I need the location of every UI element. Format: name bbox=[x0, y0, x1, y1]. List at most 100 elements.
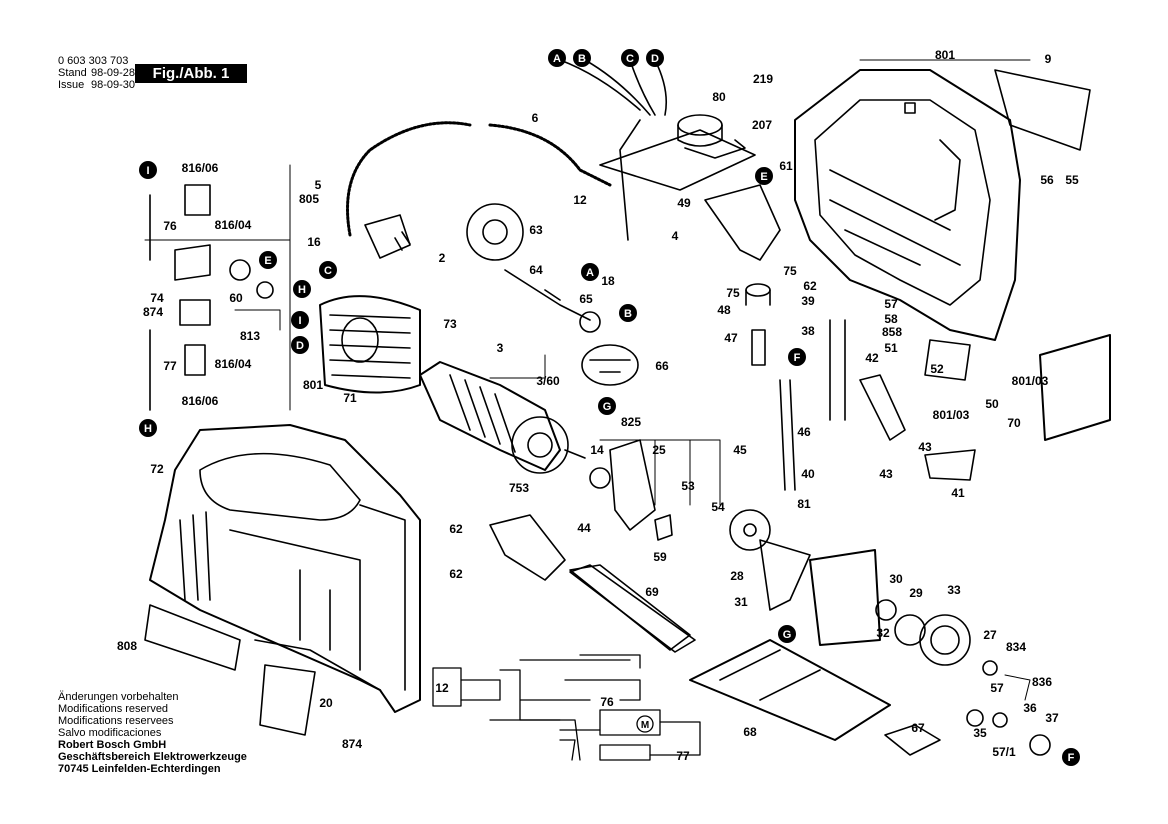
svg-text:53: 53 bbox=[681, 479, 695, 493]
svg-text:M: M bbox=[641, 720, 649, 731]
svg-text:62: 62 bbox=[449, 567, 463, 581]
svg-text:20: 20 bbox=[319, 696, 333, 710]
svg-text:50: 50 bbox=[985, 397, 999, 411]
stand-date: 98-09-28 bbox=[91, 67, 136, 79]
svg-text:18: 18 bbox=[601, 274, 615, 288]
svg-text:37: 37 bbox=[1045, 711, 1059, 725]
armature bbox=[419, 361, 586, 474]
marker-e-right: E bbox=[755, 167, 773, 185]
svg-text:45: 45 bbox=[733, 443, 747, 457]
main-housing-shell bbox=[149, 424, 421, 713]
svg-text:825: 825 bbox=[621, 415, 641, 429]
note-line-de: Änderungen vorbehalten bbox=[58, 691, 179, 703]
plunger-assembly bbox=[704, 184, 976, 491]
svg-text:I: I bbox=[146, 165, 149, 177]
small-parts bbox=[229, 259, 1051, 756]
svg-text:F: F bbox=[794, 352, 801, 364]
svg-text:207: 207 bbox=[752, 118, 772, 132]
svg-text:2: 2 bbox=[439, 251, 446, 265]
svg-text:6: 6 bbox=[532, 111, 539, 125]
document-number: 0 603 303 703 bbox=[58, 55, 129, 67]
svg-text:25: 25 bbox=[652, 443, 666, 457]
issue-label: Issue bbox=[58, 79, 85, 91]
svg-text:81: 81 bbox=[797, 497, 811, 511]
svg-text:816/06: 816/06 bbox=[182, 161, 219, 175]
svg-text:63: 63 bbox=[529, 223, 543, 237]
svg-text:44: 44 bbox=[577, 521, 591, 535]
svg-text:64: 64 bbox=[529, 263, 543, 277]
note-line-es: Salvo modificaciones bbox=[58, 727, 162, 739]
svg-text:76: 76 bbox=[163, 219, 177, 233]
svg-text:E: E bbox=[264, 255, 271, 267]
svg-text:62: 62 bbox=[803, 279, 817, 293]
svg-text:A: A bbox=[586, 267, 594, 279]
marker-i-left: I bbox=[139, 161, 157, 179]
company-name: Robert Bosch GmbH bbox=[58, 739, 167, 751]
circuit-schematic bbox=[432, 654, 701, 761]
speed-knob bbox=[677, 114, 746, 159]
svg-text:3/60: 3/60 bbox=[536, 374, 560, 388]
brush-holders bbox=[149, 184, 211, 411]
svg-text:F: F bbox=[1068, 752, 1075, 764]
svg-text:42: 42 bbox=[865, 351, 879, 365]
svg-text:816/06: 816/06 bbox=[182, 394, 219, 408]
svg-text:47: 47 bbox=[724, 331, 738, 345]
issue-date: 98-09-30 bbox=[91, 79, 136, 91]
svg-text:77: 77 bbox=[163, 359, 177, 373]
svg-text:219: 219 bbox=[753, 72, 773, 86]
svg-text:51: 51 bbox=[884, 341, 898, 355]
svg-text:55: 55 bbox=[1065, 173, 1079, 187]
svg-text:67: 67 bbox=[911, 721, 925, 735]
svg-text:65: 65 bbox=[579, 292, 593, 306]
svg-text:5: 5 bbox=[315, 178, 322, 192]
svg-text:836: 836 bbox=[1032, 675, 1052, 689]
svg-text:68: 68 bbox=[743, 725, 757, 739]
marker-d-motor: D bbox=[291, 336, 309, 354]
svg-text:E: E bbox=[760, 171, 767, 183]
svg-text:A: A bbox=[553, 53, 561, 65]
upper-housing-shell bbox=[794, 69, 1021, 341]
svg-text:3: 3 bbox=[497, 341, 504, 355]
svg-text:41: 41 bbox=[951, 486, 965, 500]
svg-text:813: 813 bbox=[240, 329, 260, 343]
svg-text:40: 40 bbox=[801, 467, 815, 481]
svg-text:816/04: 816/04 bbox=[215, 218, 252, 232]
svg-text:808: 808 bbox=[117, 639, 137, 653]
dust-nozzle bbox=[489, 514, 691, 651]
svg-text:834: 834 bbox=[1006, 640, 1026, 654]
note-line-en: Modifications reserved bbox=[58, 703, 169, 715]
svg-text:858: 858 bbox=[882, 325, 902, 339]
svg-text:43: 43 bbox=[879, 467, 893, 481]
svg-text:62: 62 bbox=[449, 522, 463, 536]
svg-text:38: 38 bbox=[801, 324, 815, 338]
svg-text:753: 753 bbox=[509, 481, 529, 495]
svg-text:74: 74 bbox=[150, 291, 164, 305]
guide-rail bbox=[569, 564, 696, 653]
marker-d-top: D bbox=[646, 49, 664, 67]
svg-text:4: 4 bbox=[672, 229, 679, 243]
base-plate bbox=[689, 639, 941, 756]
svg-text:48: 48 bbox=[717, 303, 731, 317]
svg-text:75: 75 bbox=[726, 286, 740, 300]
connector-markers: A B C D E A B F G G F C E H I D I H bbox=[139, 49, 1080, 766]
svg-text:H: H bbox=[298, 284, 306, 296]
svg-text:49: 49 bbox=[677, 196, 691, 210]
svg-text:43: 43 bbox=[918, 440, 932, 454]
label-film bbox=[994, 69, 1091, 151]
wire-bundle bbox=[559, 59, 756, 241]
side-cover bbox=[1039, 334, 1111, 441]
marker-a-mid: A bbox=[581, 263, 599, 281]
svg-text:56: 56 bbox=[1040, 173, 1054, 187]
svg-text:39: 39 bbox=[801, 294, 815, 308]
svg-text:874: 874 bbox=[342, 737, 362, 751]
part-labels: 2 3 3/60 4 5 6 9 12 12 14 16 18 20 25 27… bbox=[117, 48, 1079, 763]
svg-text:58: 58 bbox=[884, 312, 898, 326]
svg-text:I: I bbox=[298, 315, 301, 327]
svg-text:46: 46 bbox=[797, 425, 811, 439]
svg-text:801/03: 801/03 bbox=[933, 408, 970, 422]
svg-text:12: 12 bbox=[573, 193, 587, 207]
svg-text:D: D bbox=[296, 340, 304, 352]
svg-text:14: 14 bbox=[590, 443, 604, 457]
svg-text:30: 30 bbox=[889, 572, 903, 586]
